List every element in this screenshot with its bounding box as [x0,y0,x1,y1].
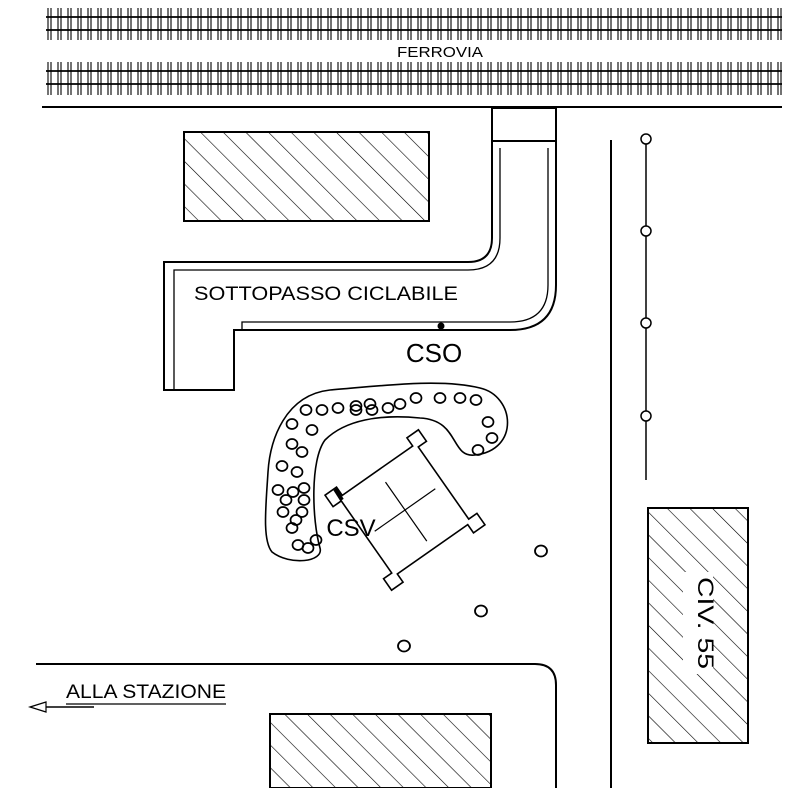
tree [309,534,323,546]
tree [485,432,499,444]
tree [290,466,304,478]
station-label: ALLA STAZIONE [66,682,226,703]
tree [397,639,411,653]
building-top-left [183,131,430,222]
green-area-outline [264,382,509,562]
monument-cross [385,481,428,542]
tree [271,484,285,496]
tree [349,400,363,412]
civic-label-background [683,572,713,674]
tree [299,404,313,416]
tree [275,460,289,472]
railway-ties-top [46,8,782,40]
csv-monument [323,428,487,592]
tree [409,392,423,404]
tree [295,506,309,518]
underpass-inner-edge [173,148,501,390]
tree [286,486,300,498]
railway-label-background [394,44,486,61]
tree [471,444,485,456]
light-pole [640,225,652,237]
building-bottom [269,713,492,788]
tree [297,482,311,494]
isolated-trees [397,544,548,653]
cso-label: CSO [406,338,462,368]
tree [295,446,309,458]
cso-point [437,322,445,330]
tree [453,392,467,404]
underpass-outline [163,108,557,391]
road-edge-corner [36,663,557,788]
tree [301,542,315,554]
underpass-label: SOTTOPASSO CICLABILE [194,284,458,305]
railway: FERROVIA [42,8,782,108]
tree [305,424,319,436]
tree [393,398,407,410]
tree [289,514,303,526]
csv-point [333,487,344,502]
station-arrow-icon [27,701,47,713]
tree [349,404,363,416]
tree [534,544,548,558]
light-poles-line [640,133,652,480]
station-direction: ALLA STAZIONE [27,682,226,713]
tree [315,404,329,416]
light-pole [640,410,652,422]
csv-label: CSV [326,515,375,542]
tree [363,398,377,410]
tree [433,392,447,404]
tree [469,394,483,406]
underpass-entrance [491,107,557,142]
trees [271,392,499,554]
tree [279,494,293,506]
tree [481,416,495,428]
tree [474,604,488,618]
tree [276,506,290,518]
railway-ties-bottom [46,62,782,95]
tree [331,402,345,414]
tree [285,438,299,450]
underpass-inner-edge [241,148,549,330]
tree [381,402,395,414]
tree [365,404,379,416]
civic-number-label: CIV. 55 [693,577,718,669]
cycle-underpass: SOTTOPASSO CICLABILE [163,107,557,391]
tree [285,418,299,430]
light-pole [640,317,652,329]
tree [297,494,311,506]
light-pole [640,133,652,145]
railway-label: FERROVIA [397,44,483,61]
